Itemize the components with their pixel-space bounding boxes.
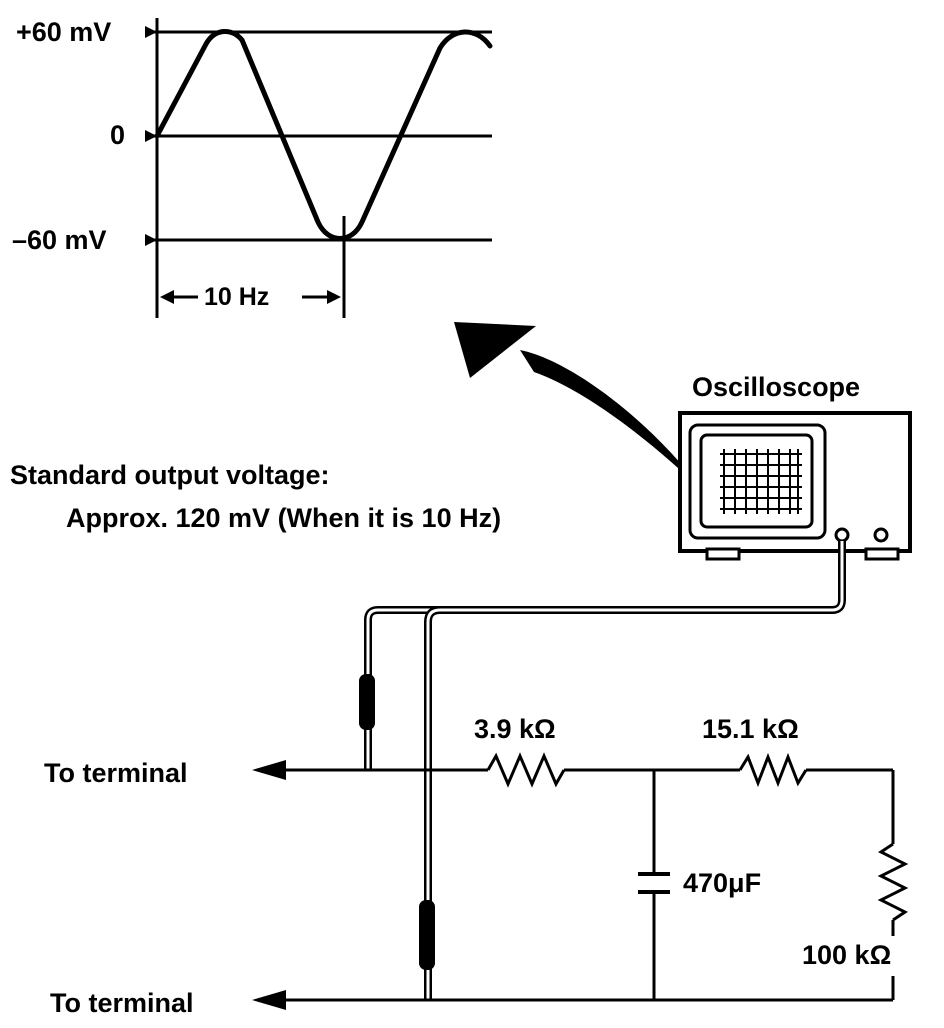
- resistor-15-1k-label: 15.1 kΩ: [702, 714, 799, 744]
- terminal-bottom-label: To terminal: [50, 988, 194, 1018]
- oscilloscope-knob: [873, 527, 889, 543]
- y-label-zero: 0: [110, 120, 126, 150]
- resistor-3-9k-label: 3.9 kΩ: [474, 714, 556, 744]
- y-label-minus60: –60 mV: [12, 225, 107, 255]
- pointer-arrow-head: [454, 322, 536, 378]
- y-label-plus60: +60 mV: [16, 17, 112, 47]
- pointer-arrow-body: [520, 350, 704, 492]
- period-arrow-left-head: [160, 290, 174, 304]
- note-line-1: Standard output voltage:: [10, 460, 330, 490]
- capacitor-470uf-label: 470μF: [683, 868, 762, 898]
- circuit: [282, 752, 909, 1002]
- period-arrow-right-head: [327, 290, 341, 304]
- probe-ground-inner: [426, 608, 441, 1000]
- resistor-15-1k: [738, 752, 808, 788]
- tick-arrow-bottom: [145, 234, 157, 246]
- resistor-100k-label: 100 kΩ: [802, 940, 892, 970]
- probe-tip-lower: [419, 900, 435, 970]
- probe-tip-upper: [359, 674, 375, 730]
- waveform-graph: [145, 18, 493, 318]
- terminal-top-label: To terminal: [44, 758, 188, 788]
- pointer-arrow: [454, 322, 704, 492]
- note-line-2: Approx. 120 mV (When it is 10 Hz): [66, 503, 502, 533]
- oscilloscope-foot-right: [864, 547, 900, 561]
- sine-waveform: [154, 29, 493, 241]
- oscilloscope-input-jack: [834, 527, 850, 543]
- probe-cable-inner: [366, 541, 844, 770]
- terminal-top-arrow: [252, 760, 286, 780]
- probe-cable: [359, 541, 846, 1000]
- tick-arrow-top: [145, 26, 157, 38]
- resistor-3-9k: [486, 752, 566, 788]
- oscilloscope-foot-left: [705, 547, 741, 561]
- resistor-100k: [877, 842, 909, 922]
- terminal-bottom-arrow: [252, 990, 286, 1010]
- period-label: 10 Hz: [204, 283, 270, 311]
- oscilloscope-label: Oscilloscope: [692, 372, 861, 402]
- oscilloscope-screen-grid: [720, 449, 802, 514]
- oscilloscope: [678, 411, 912, 561]
- tick-arrow-zero: [145, 130, 157, 142]
